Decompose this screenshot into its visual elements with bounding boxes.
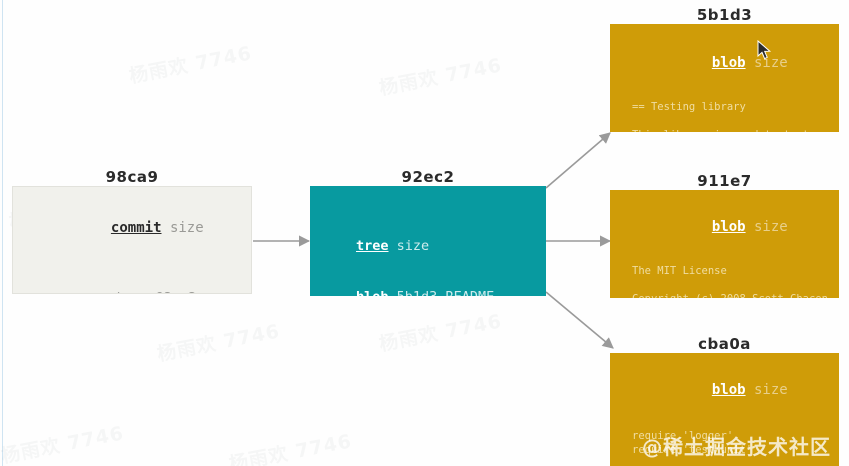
blob-object-box-license: blob size The MIT License Copyright (c) … [610,190,839,298]
blob-testrb-content: require 'logger' require 'test/unit' cla… [632,430,753,457]
commit-header: commit size [13,203,251,253]
tree-entry-row: blob 5b1d3 README [356,289,546,296]
watermark-tile: 杨雨欢 7746 [227,430,354,466]
commit-keyword: commit [110,219,162,236]
node-title-commit: 98ca9 [105,168,159,186]
commit-field-key: tree [68,290,148,293]
node-title-blob-testrb: cba0a [698,335,751,353]
blob-keyword: blob [711,218,746,235]
watermark-tile: 杨雨欢 7746 [155,320,282,366]
watermark-tile: 杨雨欢 7746 [377,54,504,100]
commit-field-row: tree 92ec2 [13,290,251,293]
tree-entry-name: README [445,289,494,296]
blob-object-box-testrb: blob size require 'logger' require 'test… [610,353,839,466]
tree-keyword: tree [356,238,389,254]
commit-fields: tree 92ec2 author Scott committer Scott [13,256,251,293]
blob-license-content: The MIT License Copyright (c) 2008 Scott… [632,265,828,298]
tree-entry-hash: 5b1d3 [397,289,438,296]
tree-entries: tree size blob 5b1d3 README blob 911e7 L… [310,204,546,296]
node-title-blob-license: 911e7 [697,172,752,190]
blob-readme-content: == Testing library This library is used … [632,101,809,132]
blob-keyword: blob [711,54,746,71]
arrow-tree-to-blob-readme [545,132,611,189]
blob-keyword: blob [711,381,746,398]
tree-object-box: tree size blob 5b1d3 README blob 911e7 L… [310,186,546,296]
blob-license-header: blob size [610,202,839,252]
node-title-blob-readme: 5b1d3 [696,6,753,24]
watermark-tile: 杨雨欢 7746 [377,310,504,356]
node-title-tree: 92ec2 [401,168,455,186]
commit-size-label: size [169,219,204,236]
blob-object-box-readme: blob size == Testing library This librar… [610,24,839,132]
blob-size-label: size [754,381,788,398]
tree-size-label: size [396,238,430,254]
tree-entry-type: blob [356,289,389,296]
blob-size-label: size [754,54,788,71]
arrow-tree-to-blob-testrb [545,291,614,349]
left-edge-rule [2,0,3,466]
blob-readme-header: blob size [610,38,839,88]
commit-object-box: commit size tree 92ec2 author Scott comm… [12,186,252,294]
blob-size-label: size [754,218,788,235]
watermark-tile: 杨雨欢 7746 [127,42,254,88]
blob-testrb-header: blob size [610,365,839,415]
commit-field-value: 92ec2 [156,290,197,293]
tree-header: tree size [356,238,546,255]
watermark-tile: 杨雨欢 7746 [0,422,126,466]
